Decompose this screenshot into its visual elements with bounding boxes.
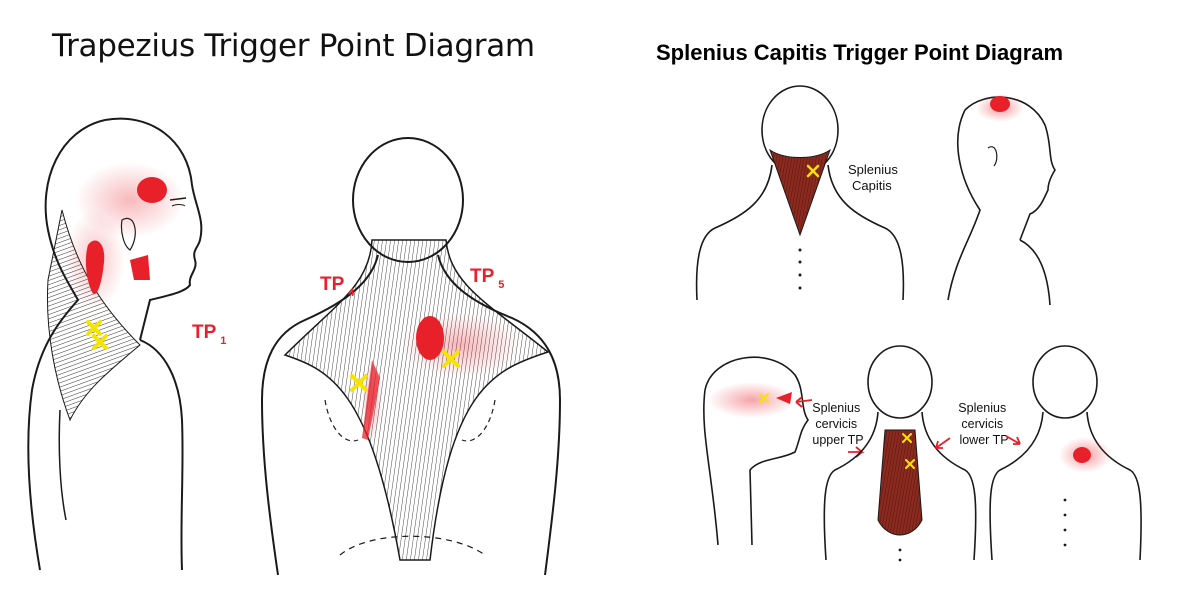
lower-tp-arrow-right xyxy=(1005,435,1021,445)
trapezius-diagram-title: Trapezius Trigger Point Diagram xyxy=(52,28,535,64)
splenius-diagram-title: Splenius Capitis Trigger Point Diagram xyxy=(656,40,1064,65)
splenius-cervicis-back-view xyxy=(823,345,977,562)
splenius-cervicis-lower-view xyxy=(989,345,1142,561)
trapezius-back-view xyxy=(260,137,562,576)
cervicis-lower-label: Splenius cervicis lower TP xyxy=(958,401,1009,447)
splenius-cervicis-side-view xyxy=(703,356,809,546)
splenius-capitis-label: Splenius Capitis xyxy=(848,162,902,193)
trapezius-side-view xyxy=(27,117,203,571)
splenius-capitis-back-view xyxy=(695,85,905,301)
lower-tp-arrow-left xyxy=(935,437,951,449)
cervicis-upper-label: Splenius cervicis upper TP xyxy=(812,401,863,447)
splenius-capitis-side-view xyxy=(947,94,1056,306)
upper-tp-arrow xyxy=(795,396,813,408)
